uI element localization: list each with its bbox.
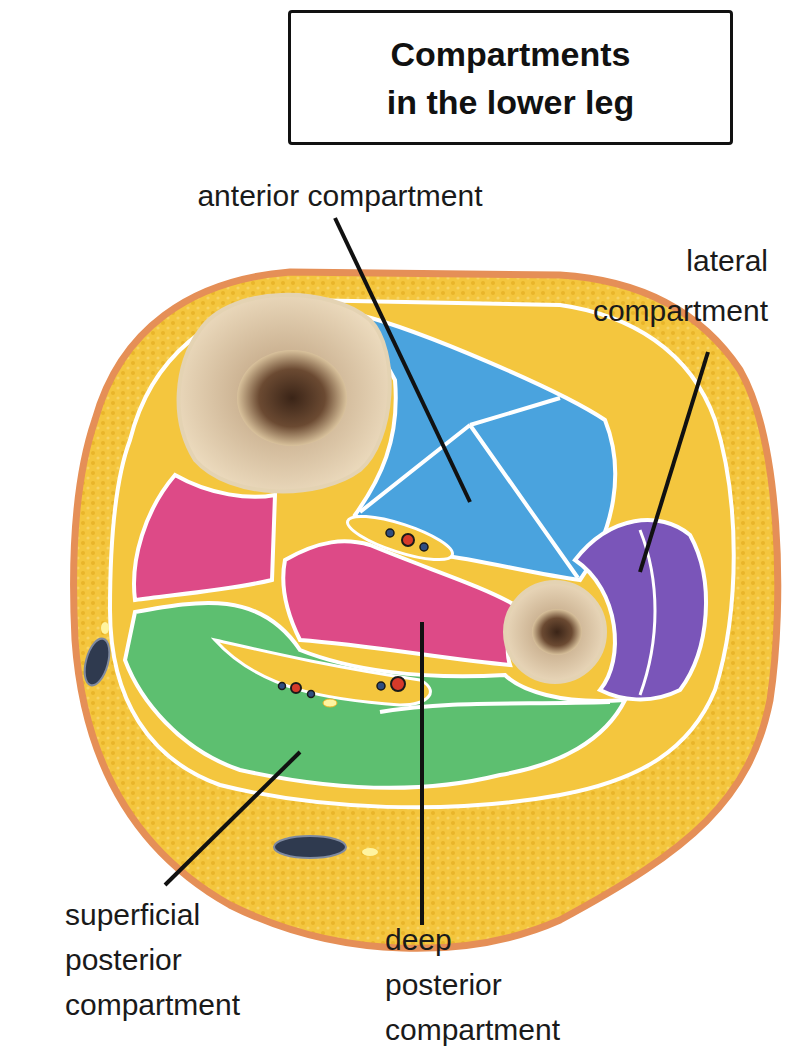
compartment-label: superficial posterior compartment [65, 892, 250, 1027]
fibula-marrow [532, 609, 582, 655]
compartment-label: anterior compartment [140, 176, 540, 216]
diagram-title: Compartments in the lower leg [379, 30, 643, 126]
neurovascular-fat [343, 508, 456, 569]
artery [291, 683, 301, 693]
compartment-label: lateral compartment [568, 236, 768, 336]
deep-posterior-compartment-muscle [134, 475, 275, 600]
fibula-bone [505, 582, 605, 682]
leader-line [640, 352, 708, 572]
superficial-vein [80, 636, 114, 688]
deep-posterior-compartment-muscle [283, 541, 515, 665]
tibia-marrow [237, 350, 347, 446]
artery [391, 677, 405, 691]
vein [308, 691, 315, 698]
superficial-nerve [362, 848, 378, 856]
neurovascular-fat [215, 640, 430, 705]
muscle-septum [640, 530, 655, 695]
compartment-label: deep posterior compartment [385, 917, 570, 1046]
vein [420, 543, 428, 551]
nerve [323, 699, 337, 707]
leader-line [420, 622, 424, 925]
superficial-nerve [101, 622, 109, 634]
superficial-posterior-compartment-muscle [125, 603, 625, 788]
artery [402, 534, 414, 546]
vein [377, 682, 385, 690]
title-box: Compartments in the lower leg [288, 10, 733, 145]
superficial-vein [274, 836, 346, 858]
leader-line [165, 752, 300, 885]
vein [386, 529, 394, 537]
vein [279, 683, 286, 690]
leader-line [335, 218, 470, 502]
tibia-bone [179, 295, 390, 492]
skin-outline [74, 272, 778, 948]
